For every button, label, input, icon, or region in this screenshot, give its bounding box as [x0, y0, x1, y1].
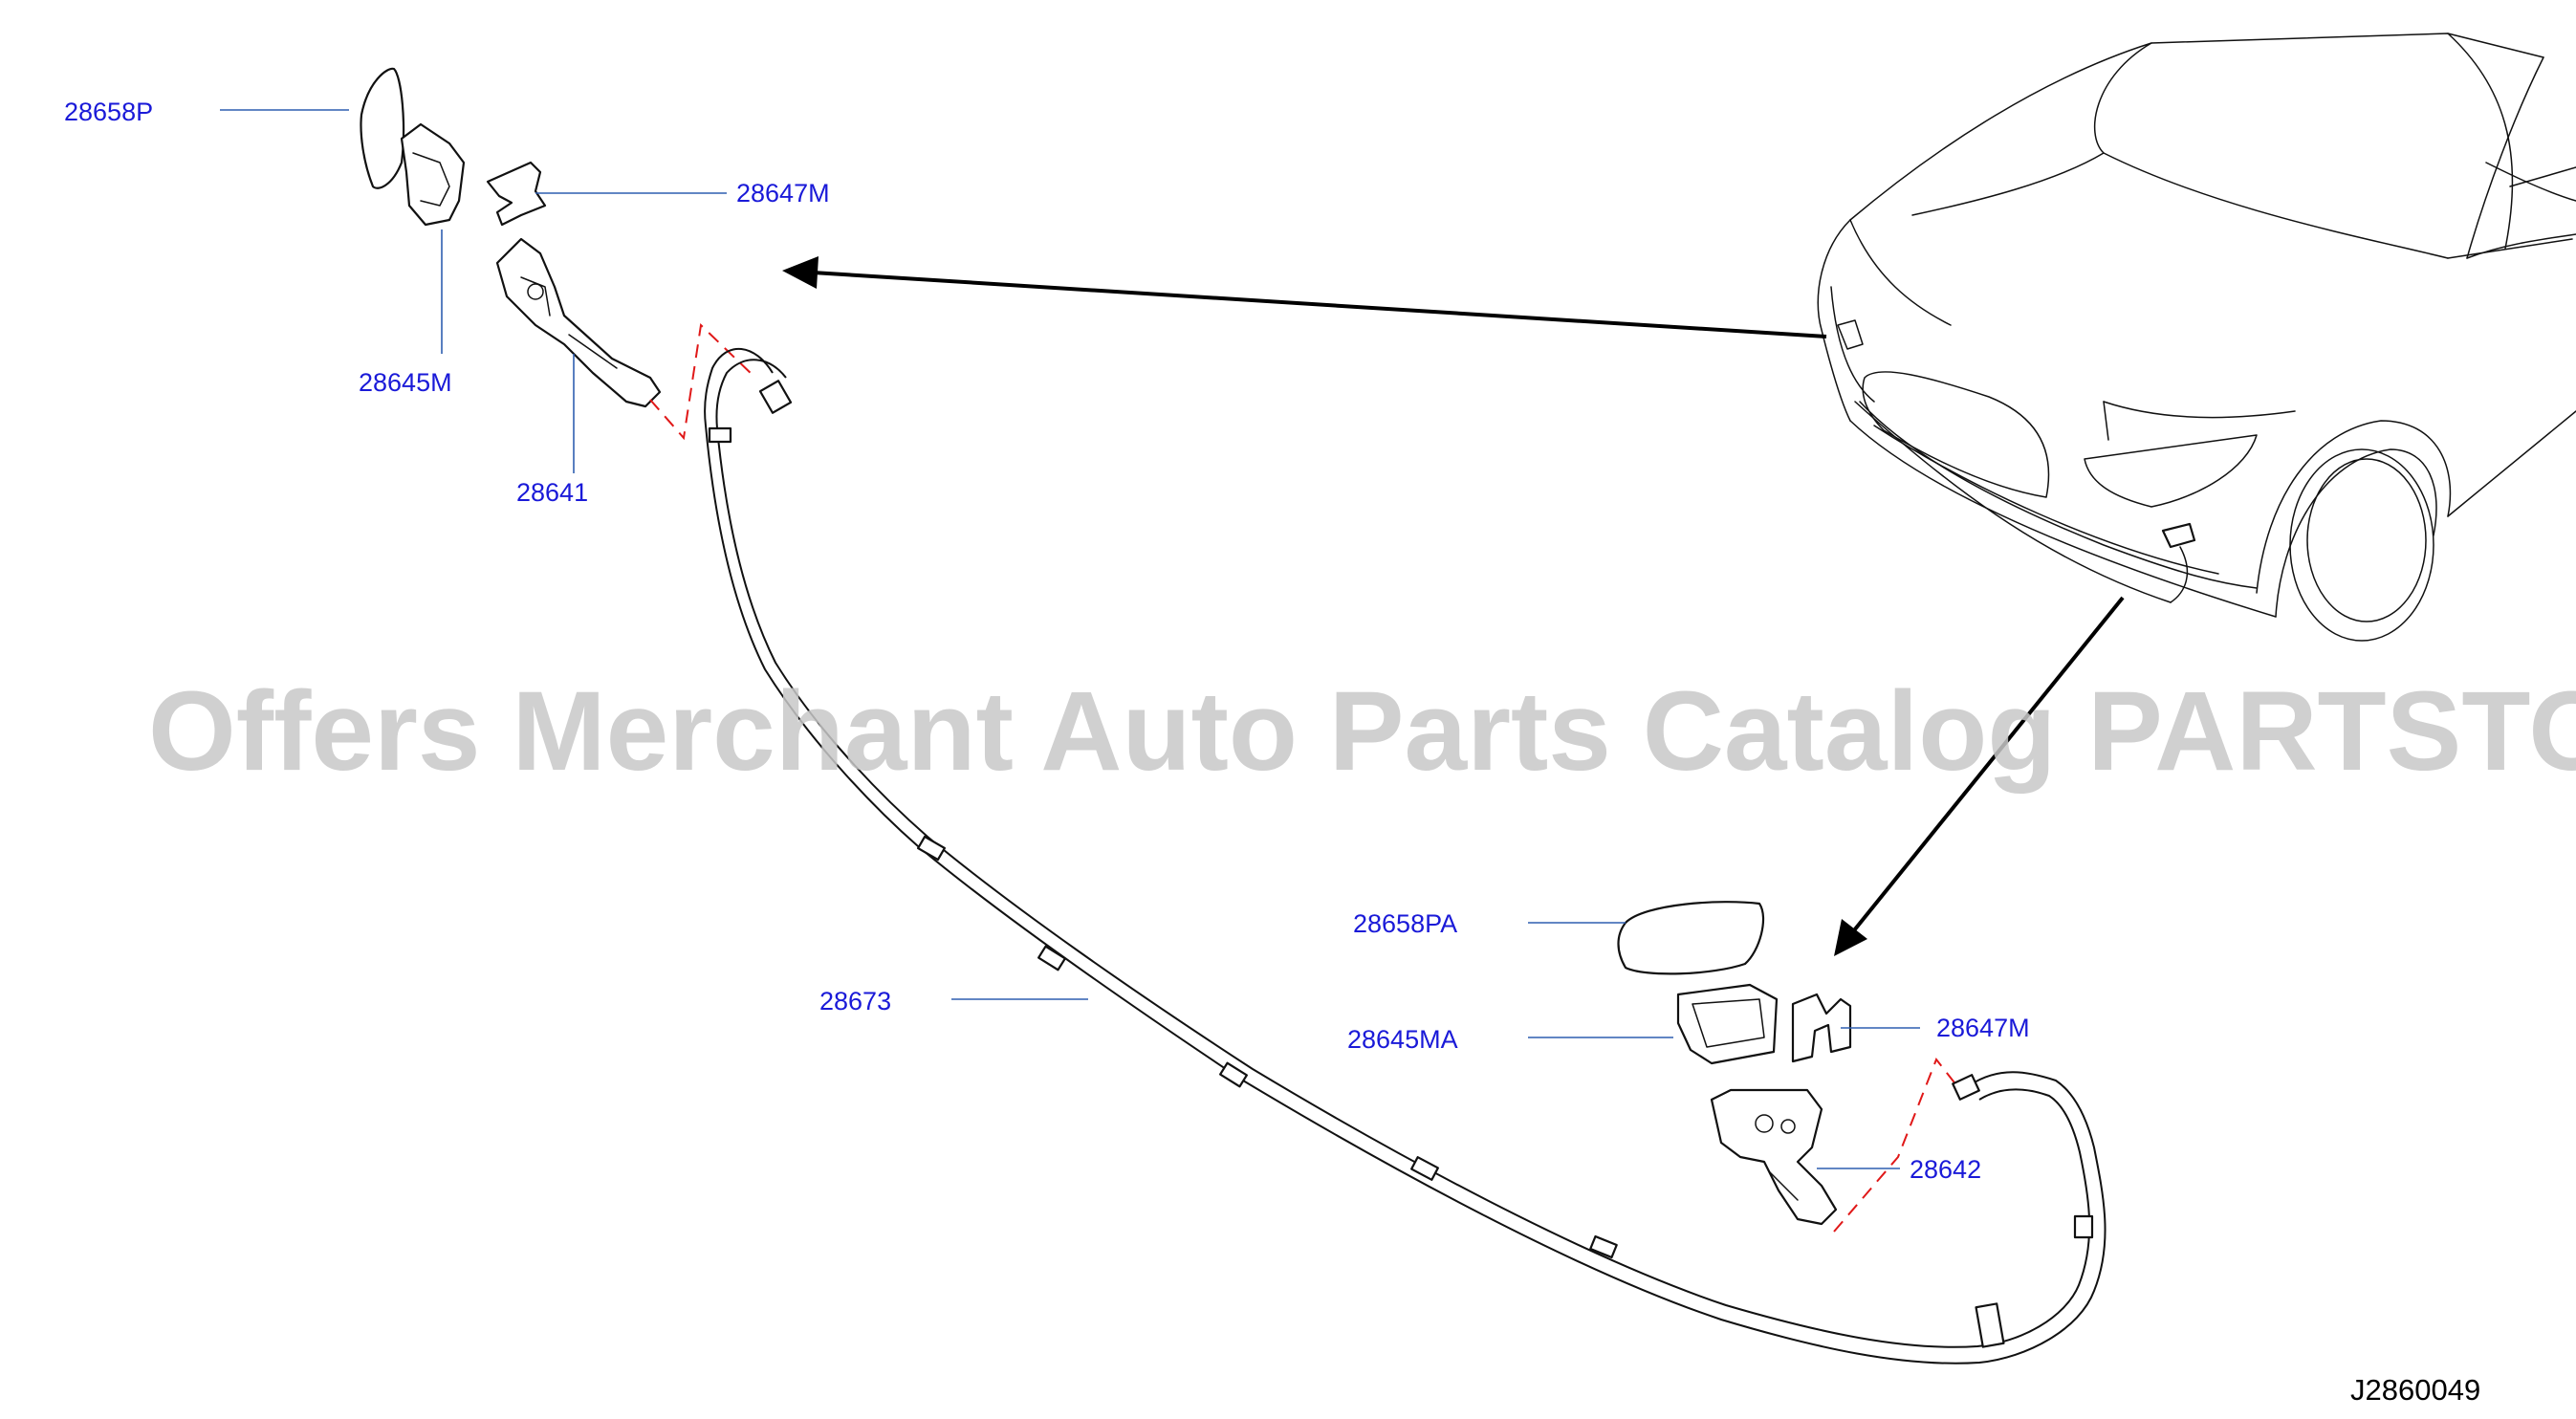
clip-28647M-top: [486, 161, 547, 227]
cap-28658P: [360, 67, 405, 189]
label-28642: 28642: [1910, 1155, 1981, 1184]
arrow-to-right-washer: [1848, 596, 2125, 937]
washer-hose-28673: [704, 348, 2107, 1364]
arrowhead-left-icon: [782, 256, 819, 289]
arrowhead-right-icon: [1834, 919, 1867, 956]
location-arrows: [782, 256, 2125, 956]
bracket-28645MA: [1676, 983, 1779, 1065]
label-28645MA: 28645MA: [1347, 1025, 1458, 1054]
nozzle-28641: [495, 237, 662, 408]
right-washer-assembly: [1528, 901, 1961, 1233]
label-28658P: 28658P: [64, 98, 153, 126]
arrow-to-left-washer: [812, 271, 1827, 338]
label-28645M: 28645M: [359, 368, 452, 397]
label-28647M-top: 28647M: [736, 179, 830, 207]
bracket-28645M: [400, 122, 466, 227]
label-28647M-bottom: 28647M: [1936, 1014, 2030, 1042]
watermark-text: Offers Merchant Auto Parts Catalog PARTS…: [148, 668, 2576, 795]
label-28641: 28641: [516, 478, 588, 507]
label-28658PA: 28658PA: [1353, 909, 1457, 938]
cap-28658PA: [1617, 901, 1764, 975]
vehicle-illustration: [1817, 33, 2576, 642]
diagram-id: J2860049: [2350, 1373, 2480, 1407]
clip-28647M-bottom: [1791, 993, 1852, 1063]
label-28673: 28673: [819, 987, 891, 1015]
nozzle-28642: [1710, 1088, 1838, 1226]
left-washer-assembly: [220, 67, 756, 473]
